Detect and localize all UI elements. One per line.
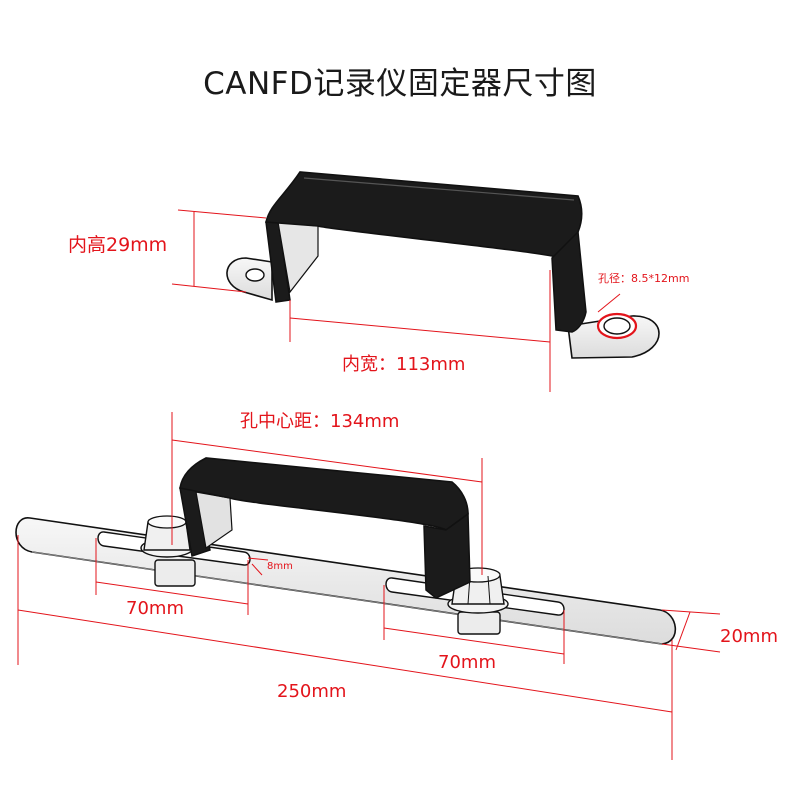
left-slot-length-label: 70mm <box>126 598 184 619</box>
strip-width-label: 20mm <box>720 626 778 647</box>
left-slot-length-dimension <box>95 538 249 615</box>
center-distance-dimension <box>171 412 483 575</box>
bracket-right-leg <box>423 512 471 599</box>
right-slot-length-dimension <box>383 585 565 664</box>
right-lower-nut <box>457 611 501 635</box>
inner-width-label: 内宽：113mm <box>342 354 466 375</box>
hole-center-distance-label: 孔中心距：134mm <box>240 411 400 432</box>
hole-diameter-leader <box>597 293 621 313</box>
right-flange-hole <box>603 317 631 335</box>
total-length-label: 250mm <box>277 681 347 702</box>
u-bracket-bottom <box>179 457 471 599</box>
hole-diameter-label: 孔径：8.5*12mm <box>598 272 690 285</box>
u-bracket-top <box>226 171 660 359</box>
inner-width-dimension <box>289 270 551 392</box>
inner-height-label: 内高29mm <box>68 234 168 256</box>
slot-width-label: 8mm <box>267 561 293 572</box>
top-band-highlight <box>303 177 575 201</box>
right-leg <box>551 230 587 333</box>
page-title: CANFD记录仪固定器尺寸图 <box>203 66 597 102</box>
right-slot-length-label: 70mm <box>438 652 496 673</box>
slot-width-dimension <box>247 557 269 576</box>
inner-height-dimension <box>171 209 267 293</box>
left-bolt <box>140 515 196 587</box>
left-flange-hole <box>245 268 265 282</box>
strip-edge-shadow <box>31 551 663 645</box>
total-length-dimension <box>17 535 673 760</box>
left-lower-nut <box>154 559 196 587</box>
